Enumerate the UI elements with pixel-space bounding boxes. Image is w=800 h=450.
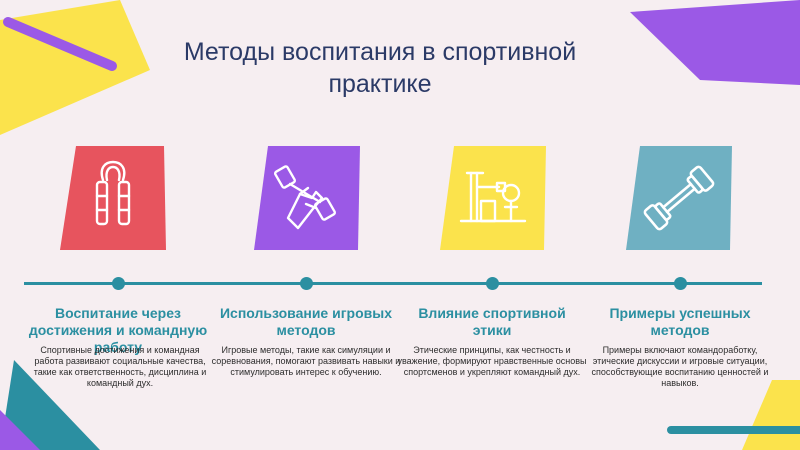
method-heading: Влияние спортивной этики bbox=[418, 305, 566, 338]
method-description: Игровые методы, такие как симуляции и со… bbox=[211, 345, 401, 377]
decor-purple-stroke-top-left bbox=[3, 17, 117, 71]
method-heading: Примеры успешных методов bbox=[609, 305, 751, 338]
card-successful-methods bbox=[626, 146, 732, 250]
method-description: Примеры включают командоработку, этическ… bbox=[591, 345, 769, 388]
timeline-dot bbox=[300, 277, 313, 290]
gym-equipment-icon bbox=[459, 171, 527, 223]
decor-teal-stroke-bottom-right bbox=[667, 426, 800, 434]
dumbbell-icon bbox=[643, 165, 715, 231]
card-game-methods bbox=[254, 146, 360, 250]
timeline-line bbox=[24, 282, 762, 285]
method-description: Этические принципы, как честность и уваж… bbox=[397, 345, 587, 377]
method-description: Спортивные достижения и командная работа… bbox=[33, 345, 207, 388]
card-sports-ethics bbox=[440, 146, 546, 250]
method-heading: Использование игровых методов bbox=[219, 305, 392, 338]
timeline-dot bbox=[674, 277, 687, 290]
method-heading: Воспитание через достижения и командную … bbox=[28, 305, 208, 355]
hand-dumbbell-icon bbox=[273, 165, 337, 230]
decor-purple-shape-top-right bbox=[630, 0, 800, 85]
decor-teal-triangle-bottom-left bbox=[0, 360, 100, 450]
page-title: Методы воспитания в спортивной практике bbox=[183, 38, 577, 98]
hand-grip-icon bbox=[95, 160, 131, 226]
timeline-dot bbox=[112, 277, 125, 290]
timeline-dot bbox=[486, 277, 499, 290]
card-achievements bbox=[60, 146, 166, 250]
decor-purple-shape-bottom-left bbox=[0, 410, 40, 450]
